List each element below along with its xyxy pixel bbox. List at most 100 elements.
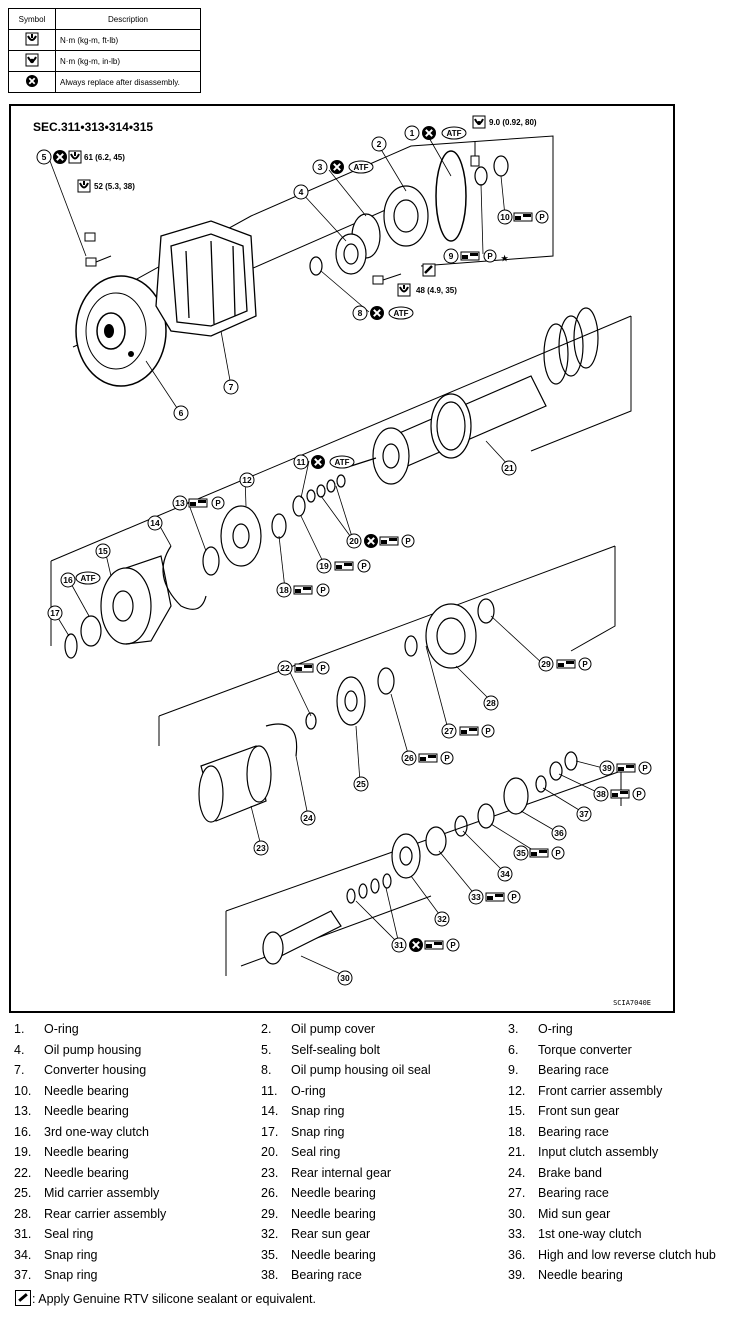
svg-text:16: 16 bbox=[63, 575, 73, 585]
part-name: Brake band bbox=[538, 1165, 602, 1180]
needle-bearing-icon bbox=[460, 251, 480, 261]
svg-text:13: 13 bbox=[175, 498, 185, 508]
part-number: 6. bbox=[508, 1042, 519, 1057]
part-name: Needle bearing bbox=[291, 1247, 376, 1262]
petroleum-jelly-label: P bbox=[555, 849, 561, 858]
svg-text:37: 37 bbox=[579, 809, 589, 819]
callout-20: 20 bbox=[346, 533, 362, 549]
needle-bearing-icon bbox=[556, 659, 576, 669]
replace-x-icon bbox=[421, 125, 437, 141]
svg-text:21: 21 bbox=[504, 463, 514, 473]
callout-36: 36 bbox=[551, 825, 567, 841]
part-name: O-ring bbox=[291, 1083, 326, 1098]
parts-list-item: 22.Needle bearing bbox=[14, 1163, 129, 1184]
part-name: Seal ring bbox=[291, 1145, 341, 1159]
part-name: O-ring bbox=[44, 1022, 79, 1036]
svg-text:28: 28 bbox=[486, 698, 496, 708]
part-name: Needle bearing bbox=[44, 1083, 129, 1098]
callout-39: 39 bbox=[599, 760, 615, 776]
part-name: High and low reverse clutch hub bbox=[538, 1247, 716, 1262]
svg-text:31: 31 bbox=[394, 940, 404, 950]
bolts-drawing bbox=[84, 141, 480, 285]
part-name: O-ring bbox=[538, 1022, 573, 1036]
parts-list-item: 1.O-ring bbox=[14, 1019, 79, 1040]
needle-bearing-icon bbox=[459, 726, 479, 736]
callout-10: 10 bbox=[497, 209, 513, 225]
part-number: 39. bbox=[508, 1268, 526, 1282]
svg-text:14: 14 bbox=[150, 518, 160, 528]
leader-lines bbox=[49, 135, 608, 977]
petroleum-jelly-label: P bbox=[215, 499, 221, 508]
svg-text:4: 4 bbox=[299, 187, 304, 197]
part-number: 5. bbox=[261, 1042, 272, 1057]
svg-text:26: 26 bbox=[404, 753, 414, 763]
parts-list-item: 9.Bearing race bbox=[508, 1060, 609, 1081]
callout-4: 4 bbox=[293, 184, 309, 200]
part-number: 34. bbox=[14, 1247, 32, 1262]
sealant-pen-icon bbox=[422, 263, 436, 277]
parts-list-item: 38.Bearing race bbox=[261, 1265, 362, 1286]
petroleum-jelly-label: P bbox=[487, 252, 493, 261]
spec-annotations: 61 (6.2, 45) 52 (5.3, 38) ATF 9.0 (0.92,… bbox=[52, 115, 652, 953]
part-name: Needle bearing bbox=[44, 1165, 129, 1180]
part-name: Snap ring bbox=[44, 1247, 98, 1262]
svg-text:30: 30 bbox=[340, 973, 350, 983]
callout-32: 32 bbox=[434, 911, 450, 927]
sealant-note: : Apply Genuine RTV silicone sealant or … bbox=[15, 1290, 316, 1306]
part-name: Oil pump housing oil seal bbox=[291, 1063, 431, 1077]
part-name: Bearing race bbox=[538, 1124, 609, 1139]
image-code: SCIA7040E bbox=[613, 999, 651, 1007]
part-number: 19. bbox=[14, 1145, 32, 1159]
part-number: 27. bbox=[508, 1186, 526, 1200]
callout-37: 37 bbox=[576, 806, 592, 822]
svg-text:36: 36 bbox=[554, 828, 564, 838]
part-name: Converter housing bbox=[44, 1063, 147, 1077]
needle-bearing-icon bbox=[616, 763, 636, 773]
replace-x-icon bbox=[329, 159, 345, 175]
parts-list-item: 17.Snap ring bbox=[261, 1122, 345, 1143]
part-name: Input clutch assembly bbox=[538, 1145, 659, 1159]
parts-list-item: 29.Needle bearing bbox=[261, 1204, 376, 1225]
callout-31: 31 bbox=[391, 937, 407, 953]
callout-21: 21 bbox=[501, 460, 517, 476]
section-label: SEC.311•313•314•315 bbox=[33, 120, 154, 134]
part-name: Front carrier assembly bbox=[538, 1083, 663, 1098]
part-number: 12. bbox=[508, 1083, 526, 1098]
callout-30: 30 bbox=[337, 970, 353, 986]
parts-list-item: 8.Oil pump housing oil seal bbox=[261, 1060, 431, 1081]
callout-34: 34 bbox=[497, 866, 513, 882]
svg-text:17: 17 bbox=[50, 608, 60, 618]
part-name: Snap ring bbox=[291, 1104, 345, 1118]
part-number: 35. bbox=[261, 1247, 279, 1262]
parts-list-item: 21.Input clutch assembly bbox=[508, 1142, 658, 1163]
part-name: Bearing race bbox=[291, 1268, 362, 1282]
part-number: 2. bbox=[261, 1022, 272, 1036]
svg-text:35: 35 bbox=[516, 848, 526, 858]
rear-carrier-drawing bbox=[305, 598, 495, 730]
parts-list-item: 3.O-ring bbox=[508, 1019, 573, 1040]
front-carrier-drawing bbox=[162, 474, 346, 610]
svg-text:27: 27 bbox=[444, 726, 454, 736]
svg-text:32: 32 bbox=[437, 914, 447, 924]
callout-17: 17 bbox=[47, 605, 63, 621]
parts-list-item: 7.Converter housing bbox=[14, 1060, 146, 1081]
input-clutch-drawing bbox=[350, 307, 599, 485]
parts-list-item: 19.Needle bearing bbox=[14, 1142, 129, 1163]
mid-sun-gear-drawing bbox=[262, 873, 392, 965]
needle-bearing-icon bbox=[424, 940, 444, 950]
callout-18: 18 bbox=[276, 582, 292, 598]
callout-22: 22 bbox=[277, 660, 293, 676]
parts-list-item: 36.High and low reverse clutch hub bbox=[508, 1245, 716, 1266]
part-name: Rear internal gear bbox=[291, 1165, 392, 1180]
part-name: Oil pump cover bbox=[291, 1022, 376, 1036]
part-number: 32. bbox=[261, 1227, 279, 1241]
svg-text:33: 33 bbox=[471, 892, 481, 902]
parts-list-item: 2. Oil pump cover bbox=[261, 1019, 375, 1040]
oil-pump-drawing bbox=[309, 150, 509, 276]
part-number: 37. bbox=[14, 1268, 32, 1282]
callout-11: 11 bbox=[293, 454, 309, 470]
atf-label: ATF bbox=[394, 309, 409, 318]
needle-bearing-icon bbox=[418, 753, 438, 763]
part-number: 10. bbox=[14, 1083, 32, 1098]
part-name: Bearing race bbox=[538, 1063, 609, 1077]
